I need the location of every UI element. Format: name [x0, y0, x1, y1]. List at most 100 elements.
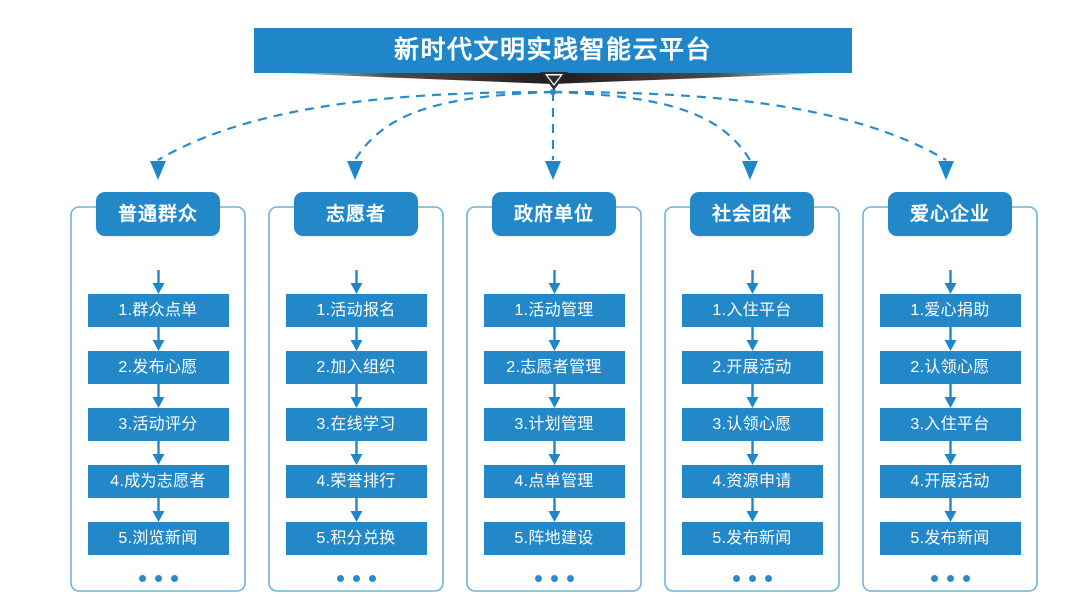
column-header-1[interactable]: 普通群众 [96, 192, 220, 236]
flow-item-label: 1.活动报名 [316, 301, 396, 319]
flow-item-box[interactable]: 4.成为志愿者 [87, 465, 229, 498]
column-header-label: 普通群众 [117, 203, 198, 225]
flow-item-label: 3.活动评分 [118, 415, 198, 433]
arrow-between-items [484, 441, 625, 465]
column-header-label: 志愿者 [325, 203, 386, 225]
flow-item-label: 3.认领心愿 [712, 415, 792, 433]
connector-arrowhead-5 [938, 161, 954, 180]
column-group-1: 普通群众 1.群众点单 2.发布心愿 3.活动评分 4.成为志愿者 5.浏览新闻 [70, 192, 246, 595]
connector-arrowhead-4 [742, 161, 758, 180]
flow-item-box[interactable]: 5.发布新闻 [681, 522, 823, 555]
arrow-between-items [286, 384, 427, 408]
connector-to-col-2 [354, 90, 554, 161]
more-items-ellipsis[interactable] [286, 561, 427, 595]
column-header-label: 社会团体 [711, 203, 792, 225]
arrow-header-to-item-1 [286, 270, 427, 294]
flow-item-box[interactable]: 5.阵地建设 [483, 522, 625, 555]
arrow-between-items [484, 498, 625, 522]
flow-item-label: 5.积分兑换 [316, 529, 396, 547]
banner-down-chevron-icon [540, 72, 568, 90]
flow-item-label: 5.阵地建设 [514, 529, 594, 547]
connector-to-col-1 [157, 90, 554, 161]
arrow-header-to-item-1 [880, 270, 1021, 294]
flow-item-box[interactable]: 4.点单管理 [483, 465, 625, 498]
flow-item-box[interactable]: 1.活动管理 [483, 294, 625, 327]
column-group-5: 爱心企业 1.爱心捐助 2.认领心愿 3.入住平台 4.开展活动 5.发布新闻 [862, 192, 1038, 595]
arrow-between-items [88, 384, 229, 408]
column-header-label: 爱心企业 [909, 203, 990, 225]
more-items-ellipsis[interactable] [484, 561, 625, 595]
platform-title-banner: 新时代文明实践智能云平台 [254, 28, 852, 73]
flow-item-label: 1.活动管理 [514, 301, 594, 319]
arrow-between-items [88, 441, 229, 465]
flow-item-box[interactable]: 2.认领心愿 [879, 351, 1021, 384]
connector-arrowhead-2 [347, 161, 363, 180]
flow-item-box[interactable]: 3.活动评分 [87, 408, 229, 441]
flow-item-label: 1.爱心捐助 [910, 301, 990, 319]
connector-to-col-4 [552, 90, 751, 161]
banner-shadow-ribbon [254, 72, 852, 84]
column-frame-4 [664, 206, 840, 592]
more-items-ellipsis[interactable] [682, 561, 823, 595]
flow-item-box[interactable]: 4.开展活动 [879, 465, 1021, 498]
flow-item-box[interactable]: 1.活动报名 [285, 294, 427, 327]
column-header-2[interactable]: 志愿者 [294, 192, 418, 236]
column-group-2: 志愿者 1.活动报名 2.加入组织 3.在线学习 4.荣誉排行 5.积分兑换 [268, 192, 444, 595]
flow-item-box[interactable]: 4.资源申请 [681, 465, 823, 498]
arrow-between-items [880, 327, 1021, 351]
arrow-header-to-item-1 [88, 270, 229, 294]
flow-item-box[interactable]: 3.入住平台 [879, 408, 1021, 441]
flow-item-label: 4.点单管理 [514, 472, 594, 490]
flow-item-label: 1.入住平台 [712, 301, 792, 319]
flow-item-box[interactable]: 5.浏览新闻 [87, 522, 229, 555]
arrow-between-items [484, 327, 625, 351]
flow-item-box[interactable]: 1.入住平台 [681, 294, 823, 327]
flow-item-box[interactable]: 2.加入组织 [285, 351, 427, 384]
column-frame-1 [70, 206, 246, 592]
flow-item-label: 4.开展活动 [910, 472, 990, 490]
column-header-5[interactable]: 爱心企业 [888, 192, 1012, 236]
column-items-5: 1.爱心捐助 2.认领心愿 3.入住平台 4.开展活动 5.发布新闻 [862, 270, 1038, 595]
arrow-between-items [682, 441, 823, 465]
column-items-3: 1.活动管理 2.志愿者管理 3.计划管理 4.点单管理 5.阵地建设 [466, 270, 642, 595]
flow-item-label: 2.加入组织 [316, 358, 396, 376]
flow-item-box[interactable]: 1.群众点单 [87, 294, 229, 327]
flow-item-box[interactable]: 5.发布新闻 [879, 522, 1021, 555]
flow-item-box[interactable]: 1.爱心捐助 [879, 294, 1021, 327]
arrow-between-items [88, 498, 229, 522]
flow-item-box[interactable]: 3.在线学习 [285, 408, 427, 441]
flow-item-label: 4.资源申请 [712, 472, 792, 490]
arrow-between-items [682, 498, 823, 522]
arrow-between-items [286, 327, 427, 351]
column-group-3: 政府单位 1.活动管理 2.志愿者管理 3.计划管理 4.点单管理 5.阵地建设 [466, 192, 642, 595]
column-header-4[interactable]: 社会团体 [690, 192, 814, 236]
flow-item-box[interactable]: 2.开展活动 [681, 351, 823, 384]
flow-item-box[interactable]: 4.荣誉排行 [285, 465, 427, 498]
flow-item-label: 2.志愿者管理 [506, 358, 602, 376]
flow-item-label: 1.群众点单 [118, 301, 198, 319]
column-frame-5 [862, 206, 1038, 592]
more-items-ellipsis[interactable] [880, 561, 1021, 595]
flow-item-label: 5.发布新闻 [910, 529, 990, 547]
flow-item-label: 3.在线学习 [316, 415, 396, 433]
arrow-header-to-item-1 [682, 270, 823, 294]
arrow-header-to-item-1 [484, 270, 625, 294]
connector-to-col-5 [552, 90, 947, 161]
flow-item-box[interactable]: 5.积分兑换 [285, 522, 427, 555]
column-items-1: 1.群众点单 2.发布心愿 3.活动评分 4.成为志愿者 5.浏览新闻 [70, 270, 246, 595]
flow-item-box[interactable]: 3.认领心愿 [681, 408, 823, 441]
connector-arrowhead-3 [545, 161, 561, 180]
arrow-between-items [880, 441, 1021, 465]
flow-item-box[interactable]: 3.计划管理 [483, 408, 625, 441]
more-items-ellipsis[interactable] [88, 561, 229, 595]
column-frame-2 [268, 206, 444, 592]
flow-item-label: 3.计划管理 [514, 415, 594, 433]
flow-item-label: 2.发布心愿 [118, 358, 198, 376]
arrow-between-items [286, 498, 427, 522]
arrow-between-items [880, 384, 1021, 408]
flow-item-box[interactable]: 2.发布心愿 [87, 351, 229, 384]
flow-item-label: 4.荣誉排行 [316, 472, 396, 490]
arrow-between-items [484, 384, 625, 408]
column-header-3[interactable]: 政府单位 [492, 192, 616, 236]
flow-item-box[interactable]: 2.志愿者管理 [483, 351, 625, 384]
